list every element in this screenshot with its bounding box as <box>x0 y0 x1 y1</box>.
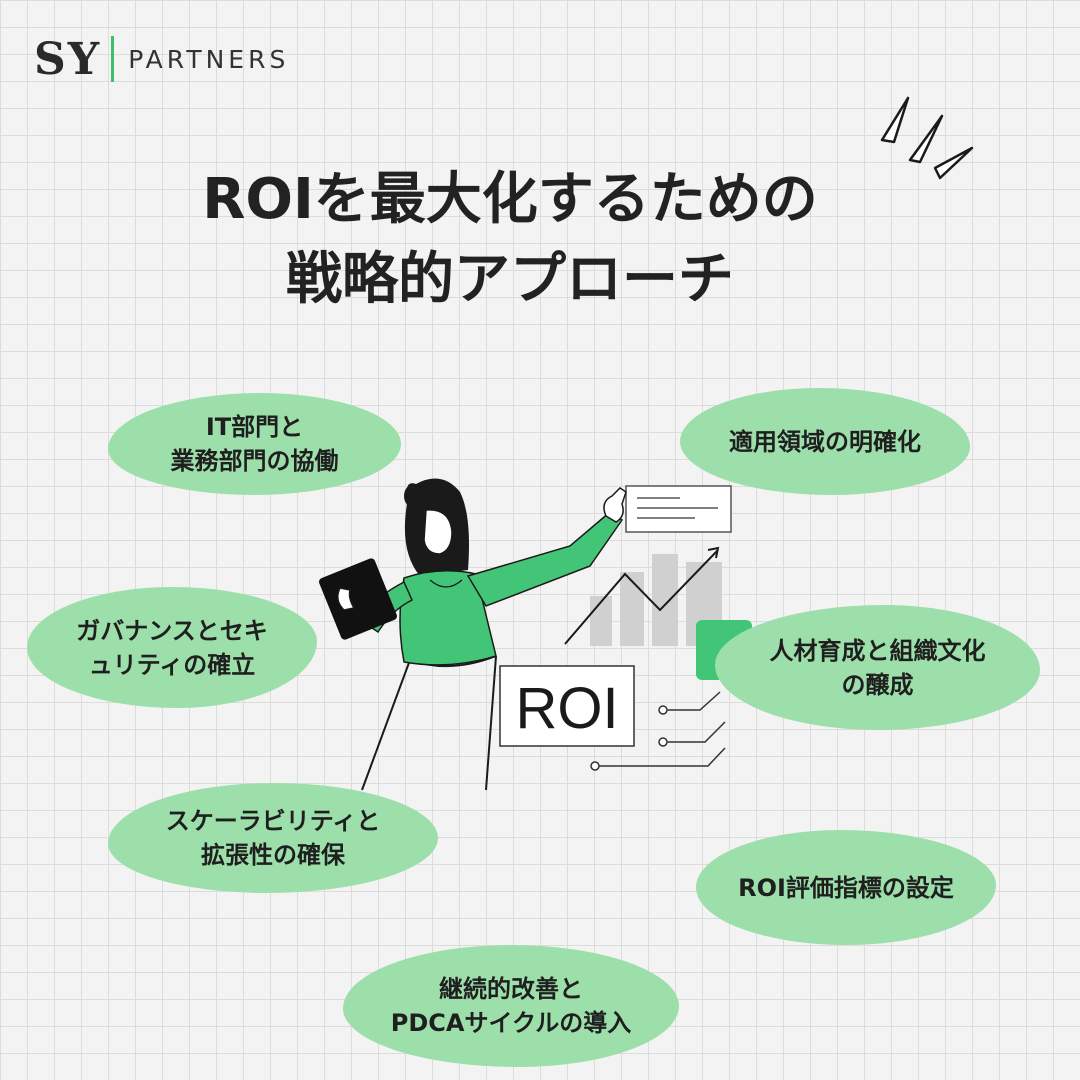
bubble-line: スケーラビリティと <box>165 807 381 835</box>
tablet-icon <box>319 558 397 640</box>
roi-box <box>499 665 635 747</box>
bubble-continuous-improvement: 継続的改善と PDCAサイクルの導入 <box>343 945 679 1067</box>
bubble-line: ガバナンスとセキ <box>76 616 268 645</box>
bubble-line: IT部門と <box>205 413 304 441</box>
bubble-line: 継続的改善と <box>439 975 583 1003</box>
info-card-icon <box>625 485 732 533</box>
bubble-talent-culture: 人材育成と組織文化の醸成 <box>715 605 1040 730</box>
logo-text: PARTNERS <box>128 44 290 74</box>
logo-divider <box>111 36 115 82</box>
bubble-governance-security: ガバナンスとセキュリティの確立 <box>27 587 317 708</box>
bubble-line: 拡張性の確保 <box>201 841 345 869</box>
logo-mark: SY <box>34 33 102 85</box>
title-line-1: ROIを最大化するための <box>202 167 818 232</box>
trend-line-icon <box>564 549 719 645</box>
emphasis-burst-icon <box>880 96 974 180</box>
bubble-line: ュリティの確立 <box>88 650 256 679</box>
bubble-roi-metrics: ROI評価指標の設定 <box>696 830 996 945</box>
bubble-line: ROI評価指標の設定 <box>738 873 954 902</box>
woman-presenting-illustration: ROI <box>319 478 752 791</box>
bubble-line: の醸成 <box>841 670 914 699</box>
bubble-line: 適用領域の明確化 <box>729 427 921 456</box>
bubble-scalability: スケーラビリティと拡張性の確保 <box>108 783 438 893</box>
bubble-line: 業務部門の協働 <box>170 447 339 475</box>
bubble-it-business-collab: IT部門と業務部門の協働 <box>108 393 401 495</box>
roi-box-label: ROI <box>515 676 618 741</box>
bubble-line: 人材育成と組織文化 <box>769 636 986 665</box>
brand-logo: SY PARTNERS <box>34 33 290 85</box>
bubble-scope-clarification: 適用領域の明確化 <box>680 388 970 495</box>
title-line-2: 戦略的アプローチ <box>286 247 734 312</box>
page-title: ROIを最大化するための 戦略的アプローチ <box>0 160 1020 320</box>
bubble-line: PDCAサイクルの導入 <box>390 1009 632 1037</box>
